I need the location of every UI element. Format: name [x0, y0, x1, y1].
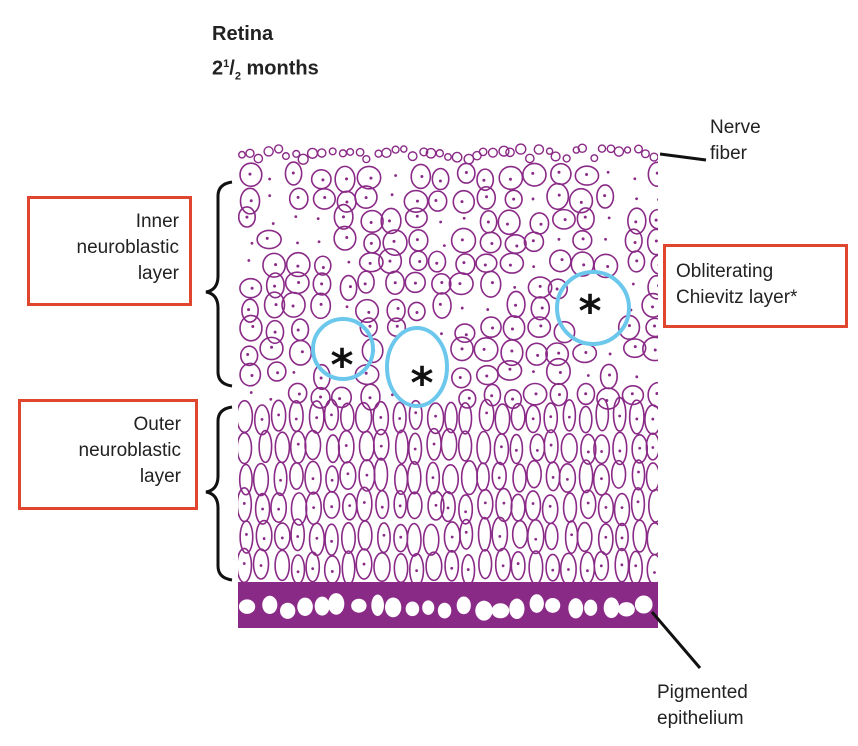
- pigmented-epithelium-label: Pigmented epithelium: [657, 680, 748, 732]
- outer-neuroblastic-layer-label: Outer neuroblastic layer: [18, 399, 198, 510]
- inner-layer-label-line3: layer: [30, 261, 179, 287]
- asterisk-marker-3: *: [578, 286, 601, 337]
- chievitz-label-line2: Chievitz layer*: [676, 285, 845, 311]
- outer-layer-label-line3: layer: [21, 464, 181, 490]
- outer-layer-label-line2: neuroblastic: [21, 438, 181, 464]
- inner-neuroblastic-layer-label: Inner neuroblastic layer: [27, 196, 192, 306]
- nerve-fiber-label-line1: Nerve: [710, 115, 761, 141]
- pigmented-epithelium-pointer: [652, 612, 700, 668]
- chievitz-label-line1: Obliterating: [676, 259, 845, 285]
- inner-layer-label-line2: neuroblastic: [30, 235, 179, 261]
- outer-layer-label-line1: Outer: [21, 412, 181, 438]
- nerve-fiber-label-line2: fiber: [710, 141, 761, 167]
- asterisk-marker-1: *: [330, 340, 353, 391]
- inner-layer-label-line1: Inner: [30, 209, 179, 235]
- asterisk-marker-2: *: [410, 358, 433, 409]
- age-unit: months: [241, 58, 319, 80]
- pigmented-label-line1: Pigmented: [657, 680, 748, 706]
- diagram-subtitle: 21/2 months: [212, 52, 319, 89]
- obliterating-chievitz-layer-label: Obliterating Chievitz layer*: [663, 244, 848, 328]
- outer-layer-brace: [206, 407, 232, 580]
- age-fraction-numerator: 1: [223, 58, 229, 70]
- retina-tissue: [237, 144, 669, 628]
- inner-layer-brace: [206, 182, 232, 386]
- diagram-title: Retina: [212, 22, 273, 46]
- pigmented-label-line2: epithelium: [657, 706, 748, 732]
- age-whole: 2: [212, 58, 223, 80]
- nerve-fiber-pointer: [660, 154, 706, 160]
- nerve-fiber-label: Nerve fiber: [710, 115, 761, 167]
